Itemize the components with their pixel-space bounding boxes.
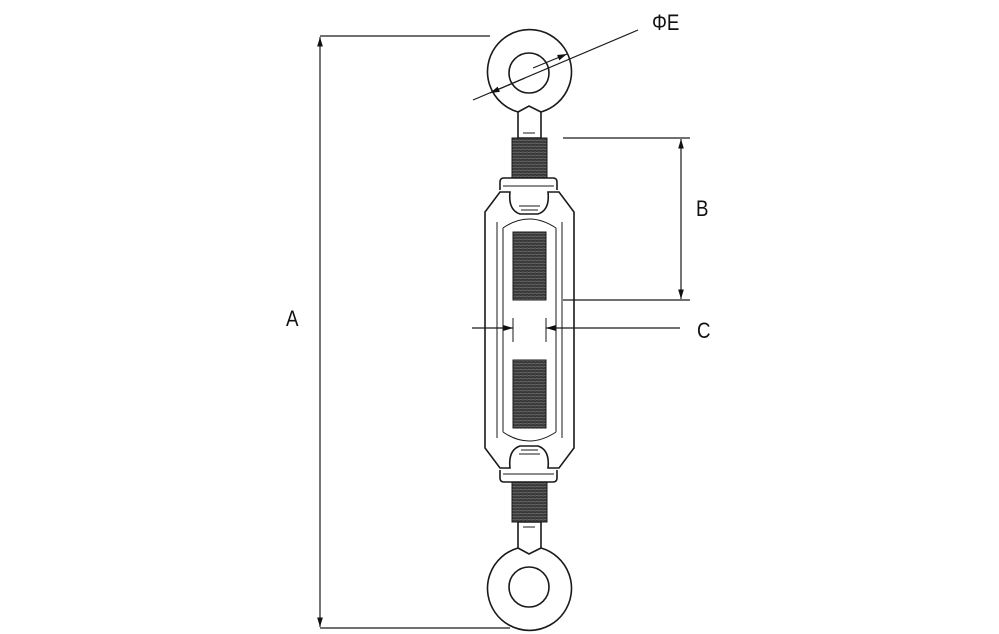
turnbuckle-half-mirrored — [484, 329, 575, 632]
eye-hole — [508, 52, 550, 94]
label-b: B — [696, 196, 709, 221]
turnbuckle-half — [484, 28, 575, 330]
label-e: ΦE — [652, 10, 680, 35]
eye-bolt — [486, 28, 573, 139]
inner-thread — [512, 231, 547, 301]
dimension-lines — [317, 29, 690, 629]
thread-rod — [511, 137, 548, 179]
label-a: A — [286, 306, 299, 331]
label-c: C — [697, 318, 711, 343]
